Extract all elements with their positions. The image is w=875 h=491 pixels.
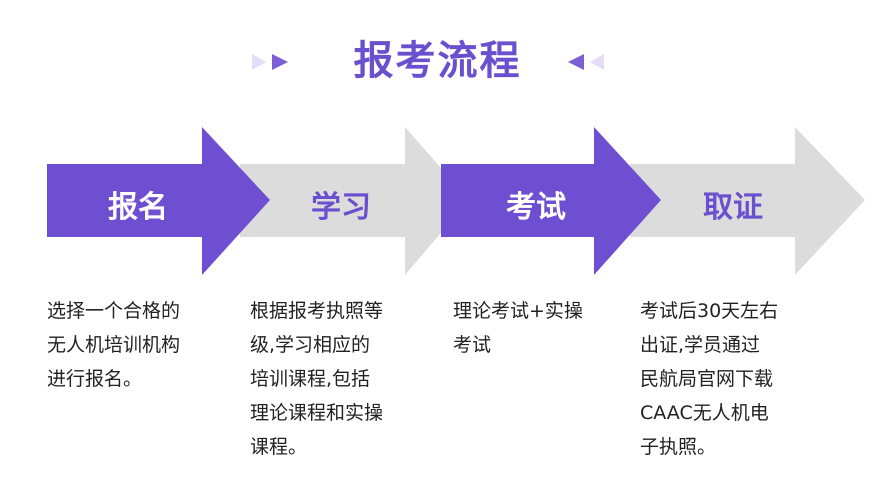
step-exam-description: 理论考试+实操 考试 — [453, 294, 638, 362]
arrow-step-1 — [47, 127, 270, 275]
step-study: 学习 — [311, 190, 371, 225]
double-chevron-left-icon — [568, 54, 604, 70]
step-study-description: 根据报考执照等 级,学习相应的 培训课程,包括 理论课程和实操 课程。 — [250, 294, 435, 464]
step-certificate-description: 考试后30天左右 出证,学员通过 民航局官网下载 CAAC无人机电 子执照。 — [640, 294, 825, 464]
step-signup-description: 选择一个合格的 无人机培训机构 进行报名。 — [47, 294, 232, 396]
step-certificate: 取证 — [703, 190, 763, 225]
double-chevron-right-icon — [252, 54, 288, 70]
desc-line: 根据报考执照等 — [250, 300, 384, 322]
page-title: 报考流程 — [353, 38, 522, 84]
desc-line: 考试 — [453, 334, 492, 356]
desc-line: 民航局官网下载 — [640, 368, 774, 390]
step-exam: 考试 — [506, 190, 566, 225]
desc-line: 培训课程,包括 — [250, 368, 371, 390]
desc-line: 级,学习相应的 — [250, 334, 371, 356]
desc-line: 无人机培训机构 — [47, 334, 181, 356]
arrow-step-2 — [240, 127, 469, 275]
desc-line: 课程。 — [250, 436, 308, 458]
arrow-step-3 — [441, 127, 661, 275]
desc-line: 理论课程和实操 — [250, 402, 384, 424]
step-signup: 报名 — [108, 190, 168, 225]
desc-line: 选择一个合格的 — [47, 300, 181, 322]
desc-line: 子执照。 — [640, 436, 717, 458]
desc-line: 考试后30天左右 — [640, 300, 779, 322]
desc-line: 出证,学员通过 — [640, 334, 761, 356]
arrow-step-4 — [630, 127, 865, 275]
desc-line: CAAC无人机电 — [640, 402, 769, 424]
desc-line: 进行报名。 — [47, 368, 143, 390]
desc-line: 理论考试+实操 — [453, 300, 583, 322]
